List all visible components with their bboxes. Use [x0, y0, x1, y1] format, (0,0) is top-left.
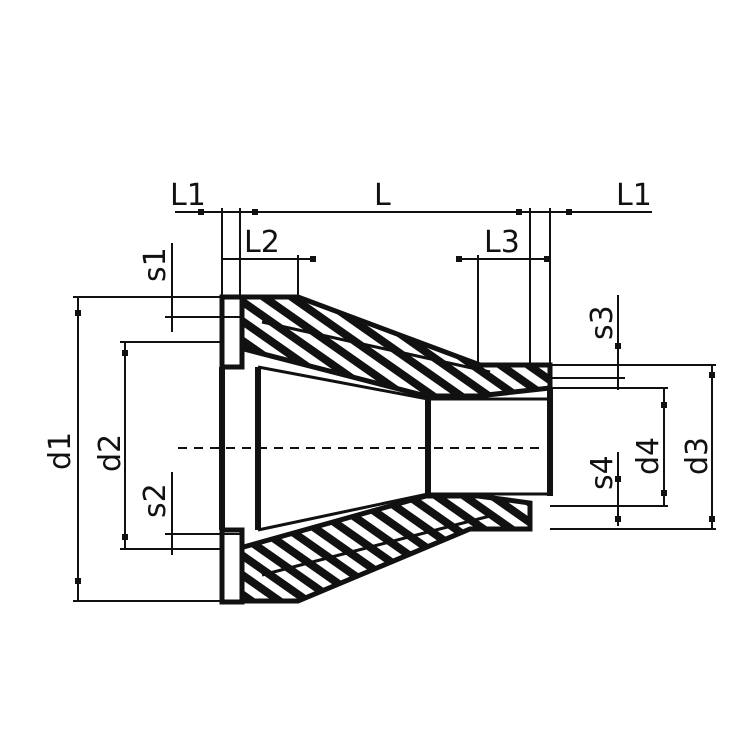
label-s4: s4: [585, 455, 620, 490]
label-d3: d3: [680, 437, 715, 475]
dimension-s2: s2: [138, 472, 240, 555]
label-s2: s2: [138, 483, 173, 518]
upper-wall-section: [237, 294, 553, 399]
dimension-l2: L2: [222, 225, 316, 297]
lower-wall-hatch: [237, 493, 533, 604]
label-l1-left: L1: [170, 178, 206, 213]
label-d2: d2: [93, 434, 128, 472]
dimension-d4: d4: [550, 387, 668, 507]
lower-wall-section: [237, 493, 533, 604]
upper-wall-midline: [261, 320, 491, 374]
label-l2: L2: [244, 225, 280, 260]
lower-socket-block: [219, 527, 245, 605]
dimension-l: L1 L L1: [170, 178, 652, 365]
label-l3: L3: [484, 225, 520, 260]
dimension-l3: L3: [456, 225, 550, 365]
label-s1: s1: [138, 247, 173, 282]
upper-wall-hatch: [237, 294, 553, 399]
dimension-d3: d3: [550, 364, 716, 530]
label-d4: d4: [631, 437, 666, 475]
dimension-s1: s1: [138, 243, 240, 332]
dimension-s4: s4: [585, 452, 621, 526]
label-l: L: [374, 178, 391, 213]
label-l1-right: L1: [616, 178, 652, 213]
label-s3: s3: [585, 305, 620, 340]
lower-wall-midline: [261, 514, 491, 577]
dimension-d2: d2: [93, 341, 222, 550]
bore-outline: [178, 365, 553, 532]
dimension-s3: s3: [550, 295, 625, 390]
dimension-d1: d1: [43, 296, 240, 602]
label-d1: d1: [43, 432, 78, 470]
upper-socket-block: [219, 294, 245, 370]
